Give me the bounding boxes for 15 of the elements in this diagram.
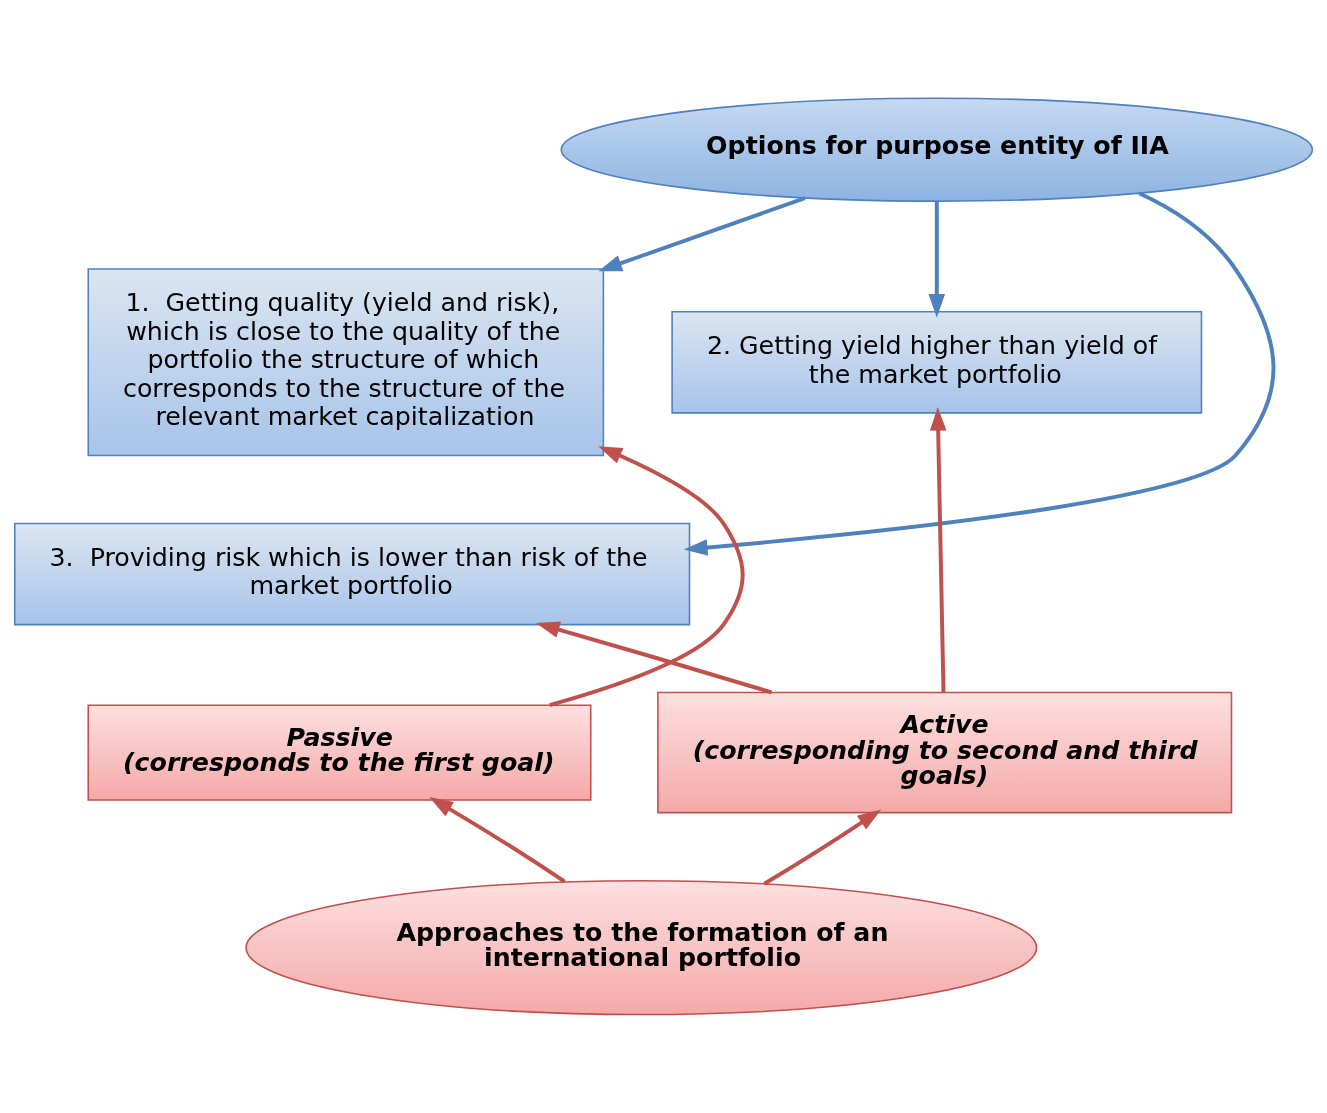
node-box: 3. Providing risk which is lower than risk of the market portfolio: [14, 522, 691, 626]
node-box: Active (corresponding to second and third goals): [657, 691, 1233, 814]
node-box: 2. Getting yield higher than yield of the market portfolio: [671, 310, 1203, 414]
node-box: 1. Getting quality (yield and risk), which is close to the quality of the portfolio the structure of which corresponds to the structure of the relevant market capitalization: [87, 268, 605, 457]
arrow: [535, 621, 773, 695]
arrow: [928, 201, 946, 318]
arrow: [763, 809, 882, 886]
arrow: [598, 196, 806, 272]
arrow: [683, 191, 1276, 556]
arrow: [429, 797, 566, 884]
node-ellipse: Approaches to the formation of an international portfolio: [245, 879, 1038, 1016]
arrow: [549, 446, 745, 707]
arrow: [929, 406, 947, 693]
node-ellipse: Options for purpose entity of IIA: [560, 97, 1314, 202]
node-box: Passive (corresponds to the first goal): [87, 704, 592, 801]
